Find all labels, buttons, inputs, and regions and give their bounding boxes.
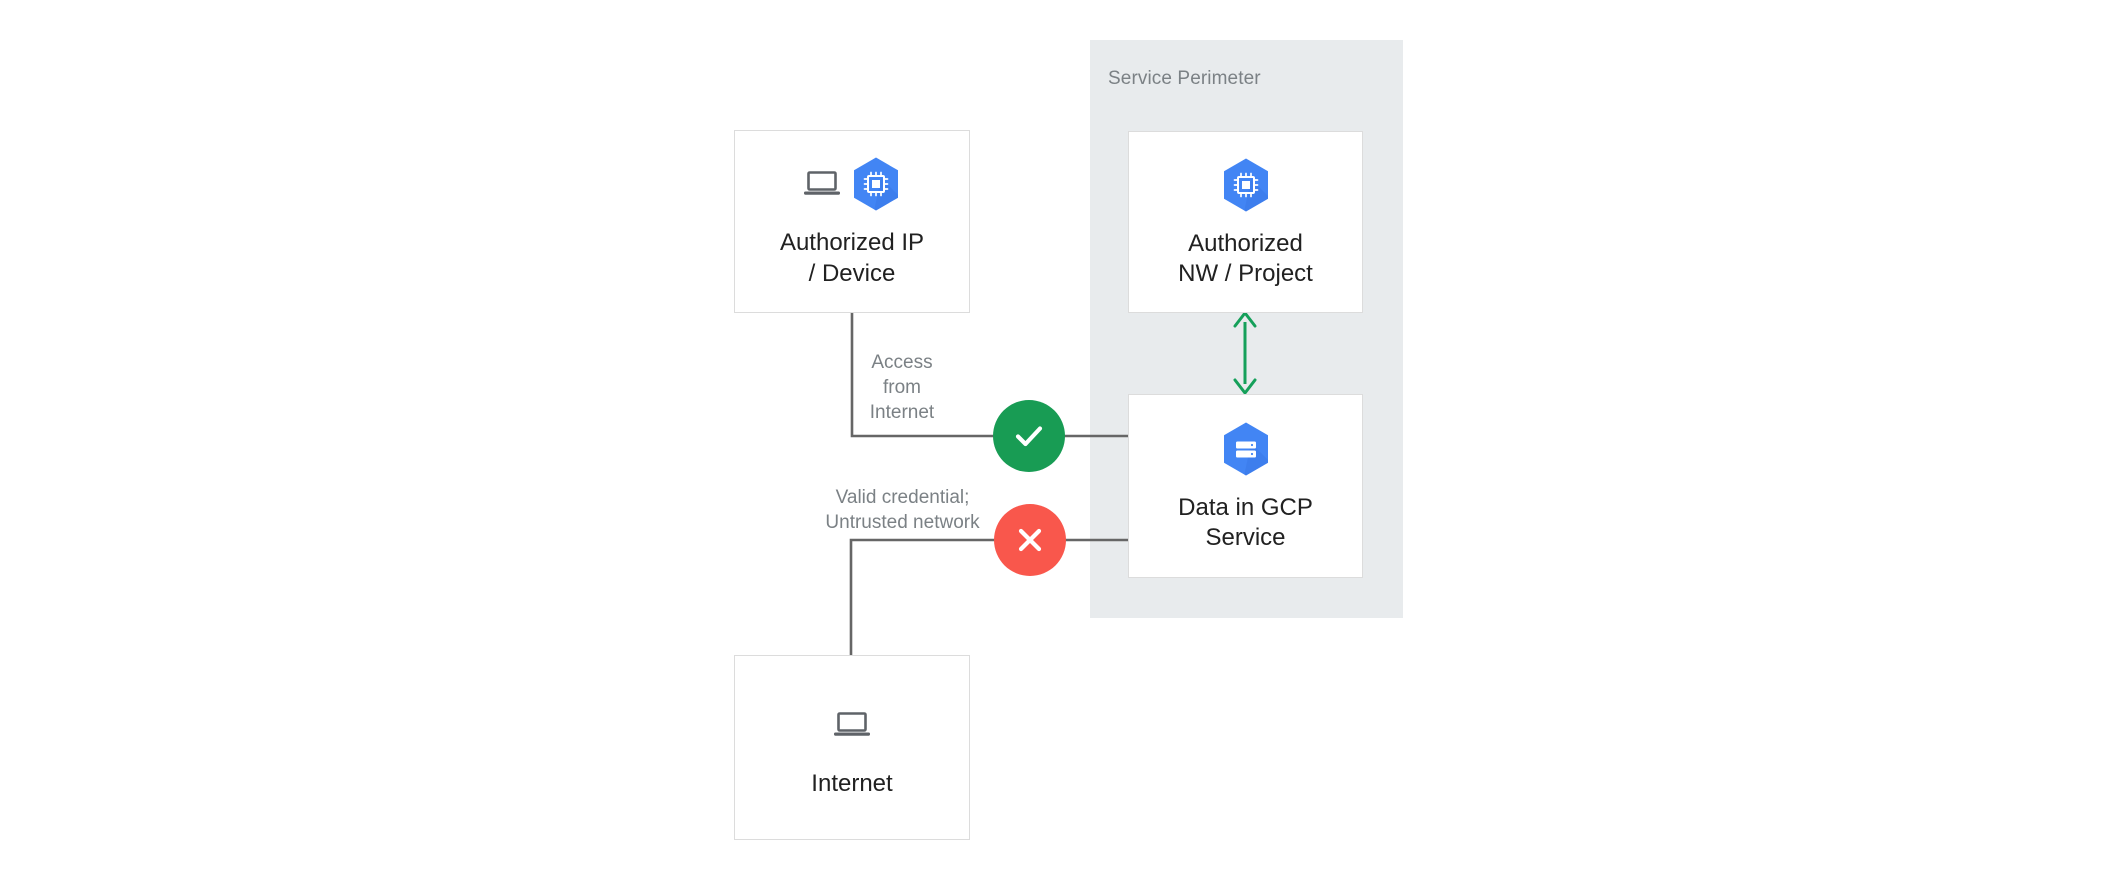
edge-label-denied-path: Valid credential; Untrusted network	[825, 487, 980, 534]
gcp-storage-hexagon-icon	[1223, 422, 1268, 476]
node-label-data-in-gcp-service: Data in GCP Service	[1178, 493, 1313, 551]
node-label-authorized-ip-device: Authorized IP / Device	[779, 229, 925, 287]
node-internet[interactable]: Internet	[734, 655, 970, 840]
node-icon-row	[1221, 155, 1271, 215]
edge-label-allowed-path: Access from Internet	[869, 352, 935, 424]
node-label-authorized-nw-project: Authorized NW / Project	[1178, 229, 1313, 287]
node-label-internet: Internet	[811, 770, 893, 798]
check-icon	[1015, 426, 1043, 447]
status-badge-denied[interactable]	[994, 504, 1066, 576]
gcp-compute-hexagon-icon	[854, 157, 898, 211]
node-icon-row	[1221, 419, 1271, 479]
node-icon-row	[803, 154, 901, 214]
close-icon	[1018, 528, 1042, 552]
node-icon-row	[833, 695, 871, 755]
node-authorized-ip-device[interactable]: Authorized IP / Device	[734, 130, 970, 313]
service-perimeter-label: Service Perimeter	[1108, 68, 1261, 89]
node-data-in-gcp-service[interactable]: Data in GCP Service	[1128, 394, 1363, 578]
status-badge-allowed[interactable]	[993, 400, 1065, 472]
laptop-icon	[834, 712, 870, 737]
node-authorized-nw-project[interactable]: Authorized NW / Project	[1128, 131, 1363, 313]
laptop-icon	[804, 171, 840, 195]
gcp-compute-hexagon-icon	[1223, 158, 1268, 212]
